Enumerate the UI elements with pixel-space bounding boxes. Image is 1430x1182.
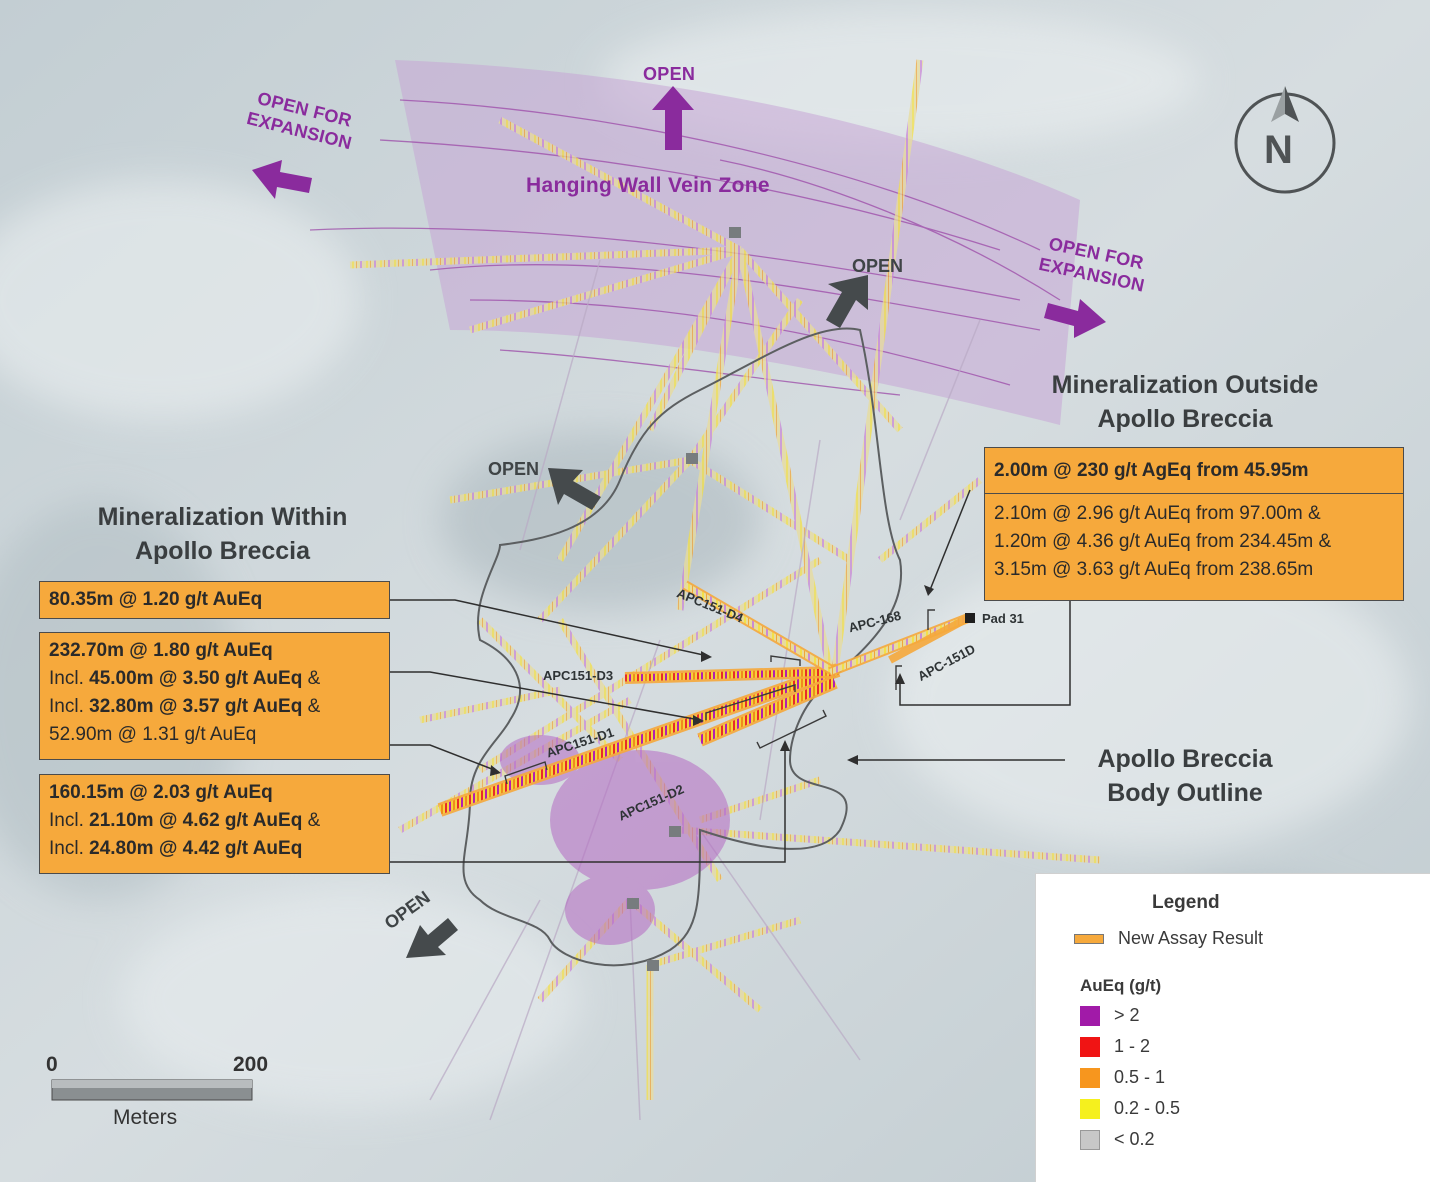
result-outside-header: 2.00m @ 230 g/t AgEq from 45.95m [985, 448, 1403, 494]
drill-pads [627, 227, 741, 971]
result-d2-incl-b: Incl. 24.80m @ 4.42 g/t AuEq [49, 838, 303, 859]
hole-label-d3: APC151-D3 [543, 668, 614, 683]
title-outside-line2: Apollo Breccia [1097, 405, 1273, 433]
legend-class-0-label: > 2 [1114, 1005, 1140, 1025]
arrow-open-east [1044, 299, 1106, 338]
legend-subtitle: AuEq (g/t) [1080, 976, 1162, 995]
legend-new-assay-label: New Assay Result [1118, 928, 1264, 948]
legend-class-2-label: 0.5 - 1 [1114, 1067, 1166, 1087]
label-open-north: OPEN [643, 64, 696, 84]
leader-lines [390, 489, 1071, 863]
interval-brackets [504, 609, 935, 785]
result-d2-incl-a: Incl. 21.10m @ 4.62 g/t AuEq & [49, 810, 321, 831]
legend-class-1-label: 1 - 2 [1114, 1036, 1151, 1056]
result-outside-line1: 2.10m @ 2.96 g/t AuEq from 97.00m & [994, 503, 1321, 524]
legend-swatch-3 [1080, 1098, 1100, 1119]
north-label: N [1264, 128, 1293, 172]
title-outside-breccia: Mineralization Outside Apollo Breccia [1010, 368, 1360, 436]
legend-class-3-label: 0.2 - 0.5 [1114, 1098, 1181, 1118]
arrow-open-west [252, 160, 312, 199]
new-assay-holes [437, 580, 970, 817]
legend-class-2: 0.5 - 1 [1080, 1067, 1165, 1088]
legend-panel: Legend New Assay Result AuEq (g/t) > 2 1… [1035, 873, 1430, 1182]
arrow-open-sw [406, 918, 458, 958]
result-outside-line2: 1.20m @ 4.36 g/t AuEq from 234.45m & [994, 531, 1332, 552]
open-arrows-purple [252, 86, 1106, 338]
result-box-d4: 80.35m @ 1.20 g/t AuEq [39, 581, 390, 619]
result-d4-line1: 80.35m @ 1.20 g/t AuEq [49, 589, 263, 610]
result-box-outside: 2.00m @ 230 g/t AgEq from 45.95m 2.10m @… [984, 447, 1404, 601]
title-within-breccia: Mineralization Within Apollo Breccia [60, 500, 385, 568]
result-d1-line4: 52.90m @ 1.31 g/t AuEq [49, 724, 257, 745]
result-d1-incl-a: Incl. 45.00m @ 3.50 g/t AuEq & [49, 668, 321, 689]
open-arrows-grey [406, 275, 868, 958]
scale-min-label: 0 [46, 1053, 58, 1076]
pad-31-marker [965, 613, 975, 623]
result-box-d1: 232.70m @ 1.80 g/t AuEq Incl. 45.00m @ 3… [39, 632, 390, 760]
label-open-ne: OPEN [852, 256, 904, 276]
legend-new-assay: New Assay Result [1074, 928, 1264, 949]
legend-class-4-label: < 0.2 [1114, 1129, 1155, 1149]
label-open-nw: OPEN [488, 459, 540, 479]
title-outline-line2: Body Outline [1107, 779, 1263, 807]
result-outside-line3: 3.15m @ 3.63 g/t AuEq from 238.65m [994, 559, 1314, 580]
leader-arrowheads [490, 585, 934, 776]
legend-swatch-1 [1080, 1036, 1100, 1057]
legend-title: Legend [1152, 892, 1220, 913]
hole-apc-151d [888, 614, 970, 664]
arrow-open-nw [548, 468, 601, 510]
legend-swatch-0 [1080, 1005, 1100, 1026]
result-box-d2: 160.15m @ 2.03 g/t AuEq Incl. 21.10m @ 4… [39, 774, 390, 874]
legend-swatch-4 [1080, 1129, 1100, 1150]
legend-swatch-2 [1080, 1067, 1100, 1088]
title-within-line1: Mineralization Within [97, 503, 348, 531]
pad-31-label: Pad 31 [982, 611, 1024, 626]
label-hanging-wall-zone: Hanging Wall Vein Zone [526, 174, 770, 197]
scale-unit-label: Meters [113, 1106, 178, 1129]
legend-swatch-new-assay [1074, 933, 1104, 944]
legend-class-0: > 2 [1080, 1005, 1140, 1026]
legend-class-3: 0.2 - 0.5 [1080, 1098, 1180, 1119]
scale-bar [51, 1079, 253, 1101]
legend-class-1: 1 - 2 [1080, 1036, 1150, 1057]
arrow-open-north [652, 86, 694, 150]
result-outside-body: 2.10m @ 2.96 g/t AuEq from 97.00m & 1.20… [985, 494, 1403, 590]
result-d1-line1: 232.70m @ 1.80 g/t AuEq [49, 640, 273, 661]
scale-max-label: 200 [233, 1053, 269, 1076]
result-d1-incl-b: Incl. 32.80m @ 3.57 g/t AuEq & [49, 696, 321, 717]
vein-lines [309, 99, 1061, 396]
title-outline: Apollo Breccia Body Outline [1075, 742, 1295, 810]
arrow-open-ne [826, 275, 868, 328]
north-arrow-icon [1234, 86, 1336, 194]
title-outside-line1: Mineralization Outside [1051, 371, 1319, 399]
title-outline-line1: Apollo Breccia [1097, 745, 1273, 773]
title-within-line2: Apollo Breccia [134, 537, 311, 565]
legend-class-4: < 0.2 [1080, 1129, 1155, 1150]
result-d2-line1: 160.15m @ 2.03 g/t AuEq [49, 782, 273, 803]
